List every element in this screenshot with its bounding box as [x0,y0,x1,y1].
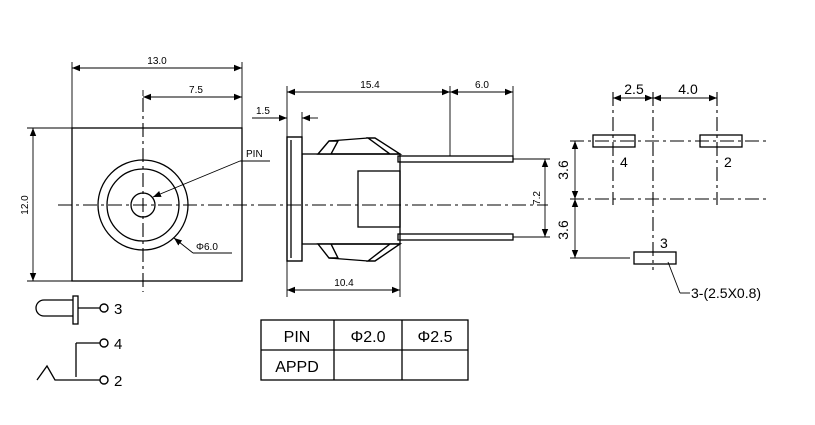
side-view: 15.4 6.0 1.5 10.4 7.2 [252,80,550,297]
pin-callout-label: PIN [246,149,263,160]
flange-dimension-label: 1.5 [256,106,270,117]
height-dimension-label: 12.0 [20,195,31,215]
table-header-pin: PIN [284,329,311,346]
spring-contact-symbol [36,364,100,381]
offset-dimension-label: 7.5 [189,85,203,96]
row-b-label: 3.6 [555,220,571,240]
pad-4-label: 4 [620,154,628,170]
pad-3-label: 3 [660,235,668,251]
pin-size-table: PIN Φ2.0 Φ2.5 APPD [260,319,469,381]
plug-symbol [35,299,73,317]
schematic-pin-4-label: 4 [114,336,122,353]
slot-note-leader [667,261,681,294]
side-flange [286,136,303,262]
width-dimension-label: 13.0 [147,56,167,67]
table-row-label-appd: APPD [275,359,319,376]
schematic-pin-3-label: 3 [114,301,122,318]
front-pin-hole [130,192,156,218]
schematic-pin-2-label: 2 [114,373,122,390]
pad-2-label: 2 [724,154,732,170]
front-view: 13.0 7.5 12.0 PIN Φ6.0 [20,56,270,292]
spacing-b-label: 4.0 [678,81,698,97]
schematic-symbol: 3 4 2 [35,295,122,390]
plug-collar [72,295,79,325]
side-inner-sleeve [357,170,401,228]
pcb-footprint: 4 2 3 2.5 4.0 3.6 3.6 3-(2.5X0.8) [555,81,770,301]
length-dimension-label: 15.4 [360,80,380,91]
pin-length-dimension-label: 6.0 [475,80,489,91]
slot-note-label: 3-(2.5X0.8) [691,285,761,301]
front-inner-ring [106,168,180,242]
hole-dimension-label: Φ6.0 [196,242,218,253]
hole-leader-line [173,237,194,254]
pad-2-slot [699,134,743,148]
spacing-a-label: 2.5 [624,81,644,97]
table-header-phi-2-5: Φ2.5 [417,329,452,346]
pad-3-slot [633,251,677,265]
side-pin-top [397,155,514,163]
pad-4-slot [592,134,636,148]
front-outer-ring [97,159,189,251]
table-header-phi-2-0: Φ2.0 [350,329,385,346]
pin-span-dimension-label: 7.2 [532,191,543,205]
side-pin-bottom [397,233,514,241]
row-a-label: 3.6 [555,160,571,180]
body-dimension-label: 10.4 [334,278,354,289]
side-body [301,153,401,245]
